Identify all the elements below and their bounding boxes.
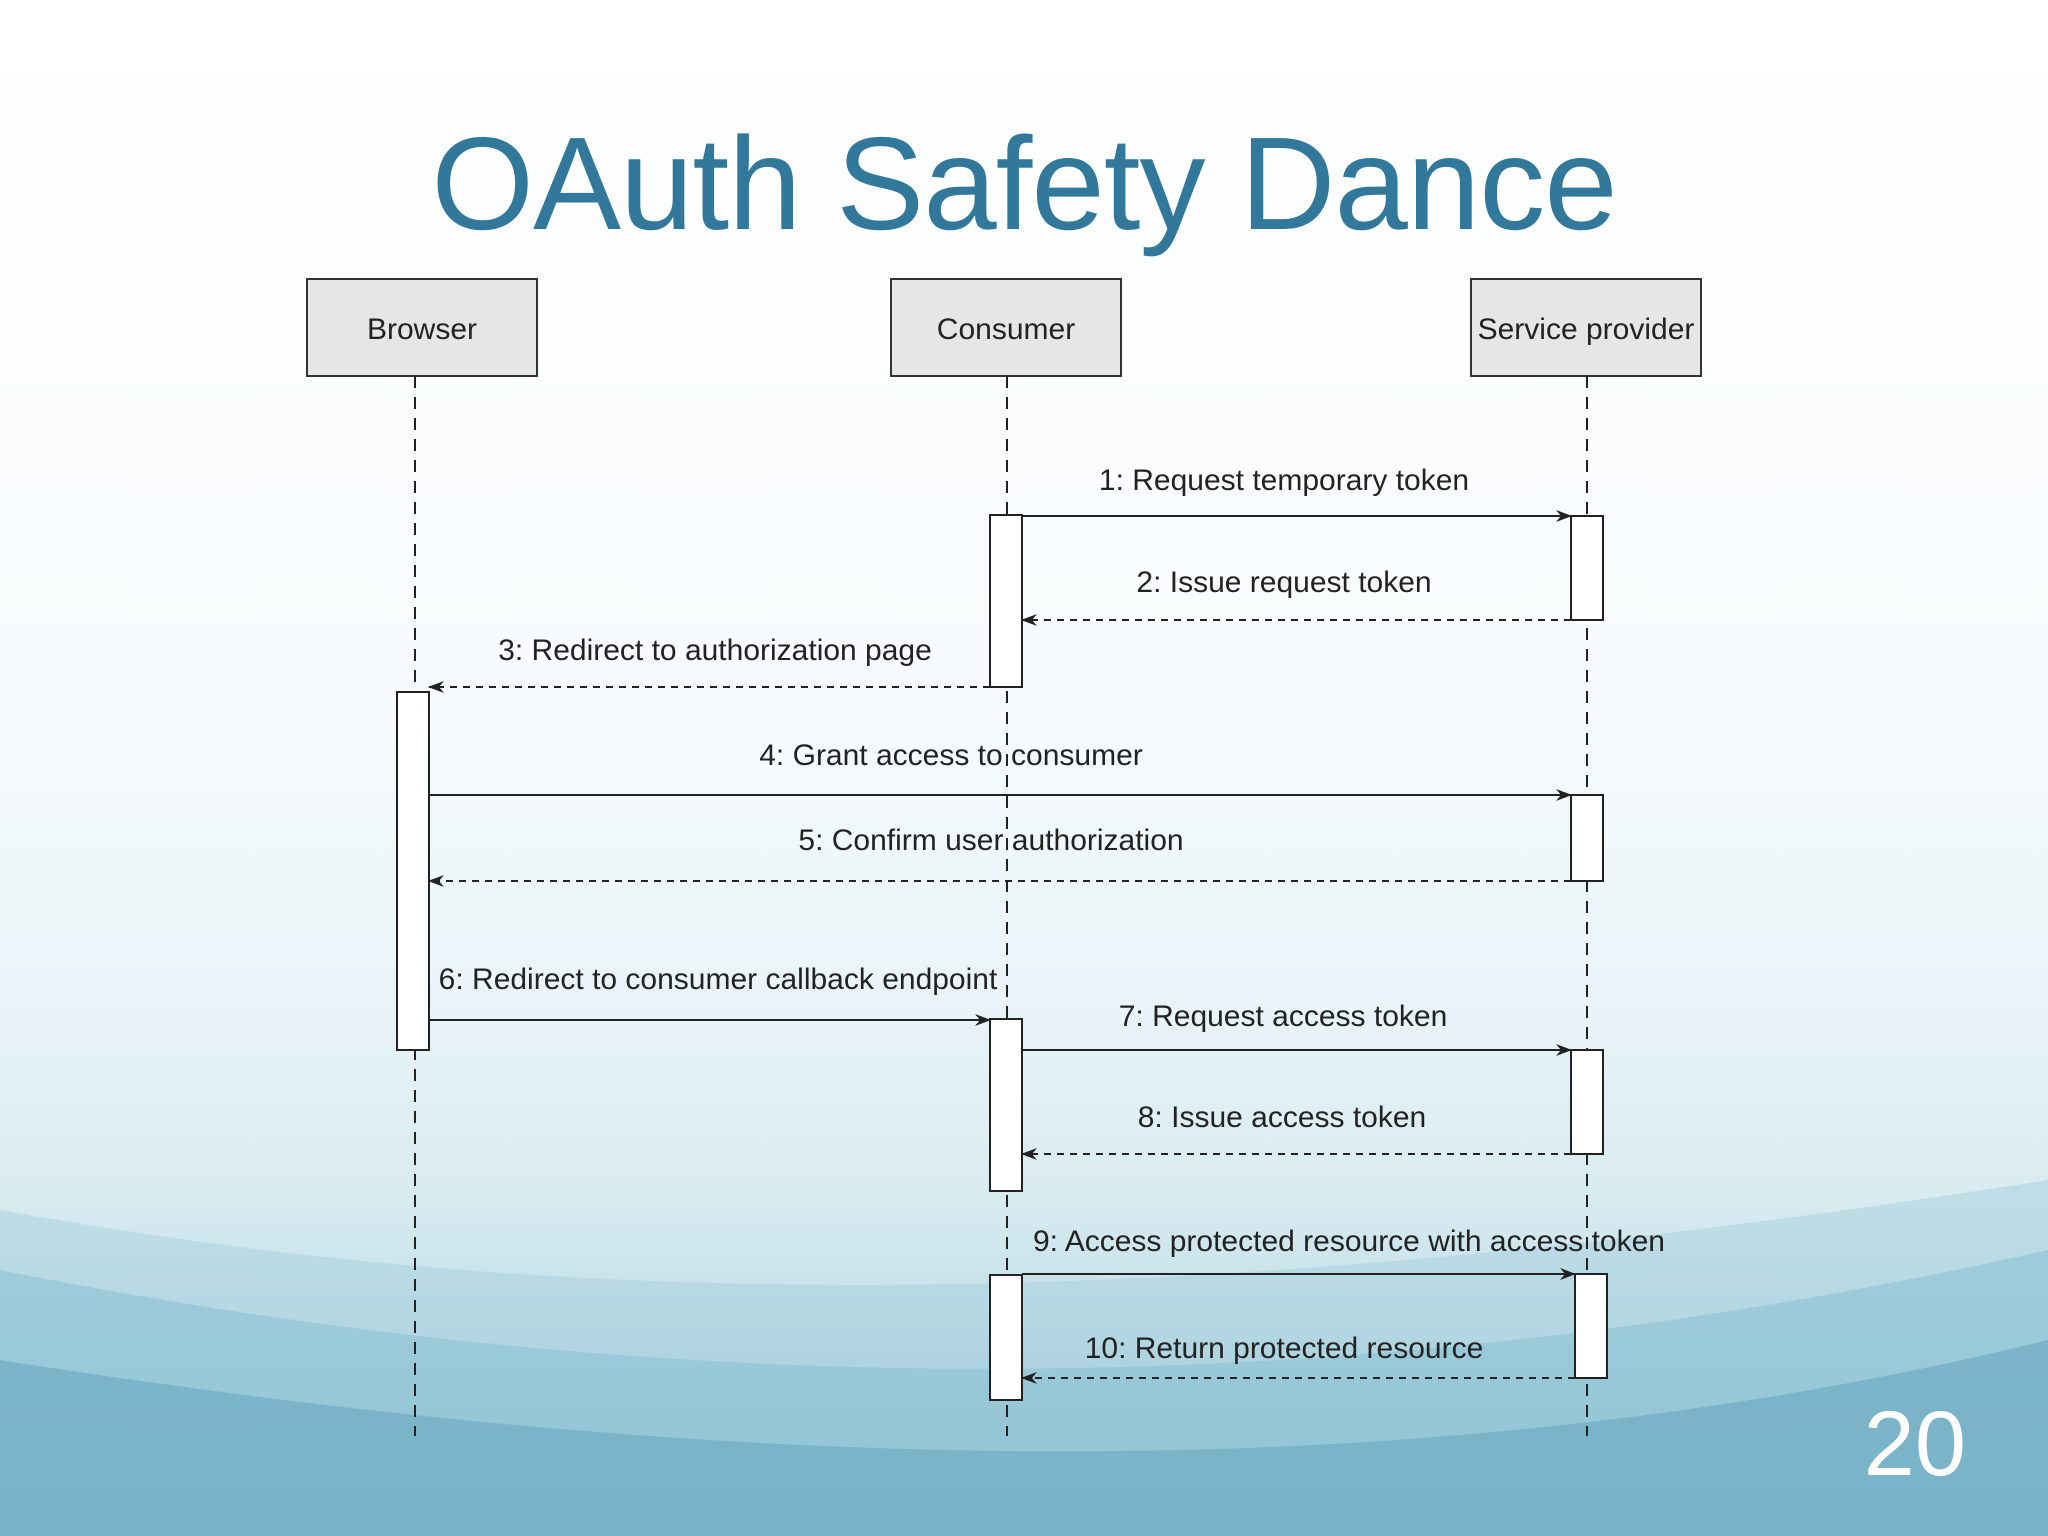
participant-service-provider: Service provider bbox=[1470, 278, 1702, 377]
activation-service-4 bbox=[1574, 1273, 1608, 1379]
message-1: 1: Request temporary token bbox=[1022, 464, 1572, 522]
slide-number: 20 bbox=[1863, 1393, 1966, 1495]
message-10-label: 10: Return protected resource bbox=[1085, 1332, 1484, 1365]
message-1-label: 1: Request temporary token bbox=[1099, 464, 1469, 497]
message-7: 7: Request access token bbox=[1022, 1000, 1572, 1056]
message-4: 4: Grant access to consumer bbox=[429, 739, 1572, 801]
participant-browser-label: Browser bbox=[367, 313, 477, 346]
activation-consumer-2 bbox=[989, 1018, 1023, 1192]
message-8: 8: Issue access token bbox=[1021, 1101, 1571, 1160]
message-5: 5: Confirm user authorization bbox=[428, 824, 1571, 887]
message-7-label: 7: Request access token bbox=[1119, 1000, 1448, 1033]
slide-title: OAuth Safety Dance bbox=[431, 110, 1617, 257]
message-6-label: 6: Redirect to consumer callback endpoin… bbox=[439, 963, 998, 996]
message-9-label: 9: Access protected resource with access… bbox=[1033, 1225, 1665, 1258]
message-4-label: 4: Grant access to consumer bbox=[759, 739, 1143, 772]
message-3-label: 3: Redirect to authorization page bbox=[498, 634, 932, 667]
participant-consumer: Consumer bbox=[890, 278, 1122, 377]
participant-consumer-label: Consumer bbox=[937, 313, 1075, 346]
activation-service-2 bbox=[1570, 794, 1604, 882]
message-2: 2: Issue request token bbox=[1021, 566, 1571, 626]
activation-service-3 bbox=[1570, 1049, 1604, 1155]
activation-browser-1 bbox=[396, 691, 430, 1051]
activation-consumer-3 bbox=[989, 1274, 1023, 1401]
message-10: 10: Return protected resource bbox=[1021, 1332, 1575, 1384]
message-2-label: 2: Issue request token bbox=[1136, 566, 1431, 599]
participant-browser: Browser bbox=[306, 278, 538, 377]
participant-service-provider-label: Service provider bbox=[1478, 313, 1695, 346]
activation-service-1 bbox=[1570, 515, 1604, 621]
message-9: 9: Access protected resource with access… bbox=[1022, 1225, 1665, 1280]
background-wave-dark bbox=[0, 1340, 2048, 1536]
message-8-label: 8: Issue access token bbox=[1138, 1101, 1427, 1134]
message-5-label: 5: Confirm user authorization bbox=[798, 824, 1183, 857]
message-3: 3: Redirect to authorization page bbox=[428, 634, 990, 693]
message-6: 6: Redirect to consumer callback endpoin… bbox=[429, 963, 998, 1026]
activation-consumer-1 bbox=[989, 514, 1023, 688]
